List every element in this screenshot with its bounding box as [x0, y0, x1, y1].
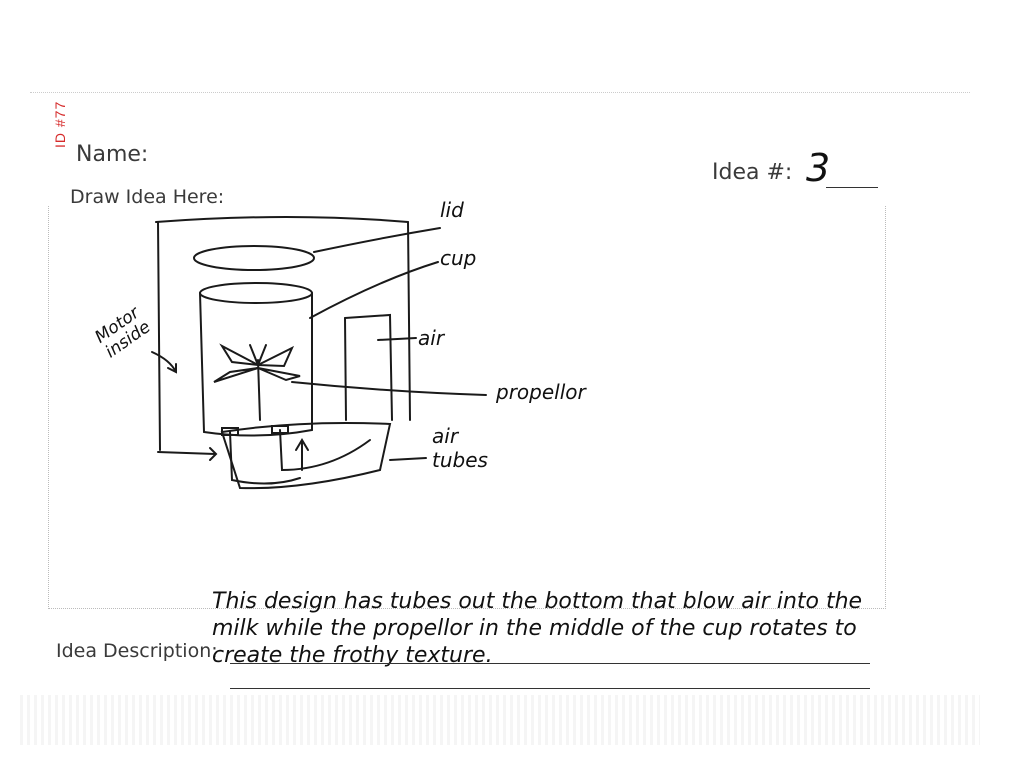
propeller-leader: [292, 382, 486, 395]
cup-rim: [200, 283, 312, 303]
description-underline-2: [230, 688, 870, 689]
motor-arrow: [152, 352, 176, 372]
label-air: air: [418, 326, 444, 350]
label-air-tubes: air tubes: [432, 424, 502, 472]
cup-leader: [310, 262, 438, 318]
lid-shape: [194, 246, 314, 270]
housing-left-wall: [158, 222, 160, 450]
lid-leader: [314, 228, 440, 252]
housing-top: [156, 217, 408, 222]
label-propeller: propellor: [496, 380, 586, 404]
air-tube-right: [280, 430, 370, 470]
base-arrow: [158, 448, 216, 460]
description-underline-1: [230, 663, 870, 664]
base-outline: [222, 423, 390, 488]
propeller-blade-3: [214, 368, 258, 382]
inner-air-chamber: [345, 315, 392, 420]
bottom-scan-noise: [20, 695, 980, 745]
inner-air-chamber-wall: [345, 318, 346, 420]
idea-description-label: Idea Description:: [56, 640, 218, 662]
label-cup: cup: [440, 246, 476, 270]
air-tube-left: [230, 432, 300, 484]
cup-left-side: [200, 293, 204, 432]
air-tube-arrow: [296, 440, 308, 470]
air-leader: [378, 338, 416, 340]
propeller-blade-4: [258, 368, 300, 380]
label-lid: lid: [440, 198, 464, 222]
idea-description-text: This design has tubes out the bottom tha…: [212, 588, 872, 669]
cup-bottom: [204, 430, 312, 436]
air-tubes-leader: [390, 458, 426, 460]
housing-right-wall: [408, 222, 410, 420]
